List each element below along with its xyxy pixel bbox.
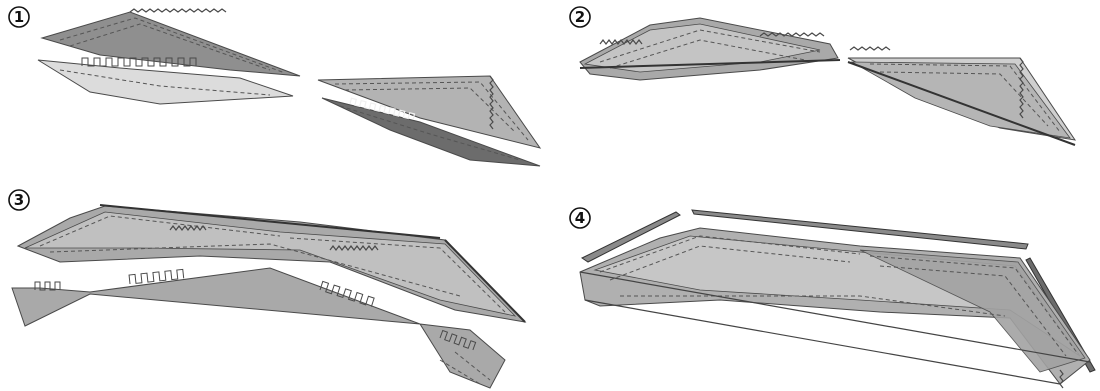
step-4-panel: 4: [570, 208, 1095, 388]
step-2-badge: 2: [570, 7, 590, 27]
step-3-number: 3: [14, 191, 24, 209]
step-4-badge: 4: [570, 208, 590, 228]
step-2-number: 2: [575, 8, 585, 26]
step-2-panel: 2: [570, 7, 1075, 145]
step-3-panel: 3: [9, 190, 525, 388]
step-1-badge: 1: [9, 7, 29, 27]
step-3-badge: 3: [9, 190, 29, 210]
step-2-left-assembly: [580, 18, 840, 80]
step-2-right-assembly: [848, 47, 1075, 145]
step-4-assembled-body: [580, 228, 1090, 388]
step-4-number: 4: [575, 209, 585, 227]
step-1-number: 1: [14, 8, 24, 26]
step-1-panel: 1: [9, 7, 540, 166]
